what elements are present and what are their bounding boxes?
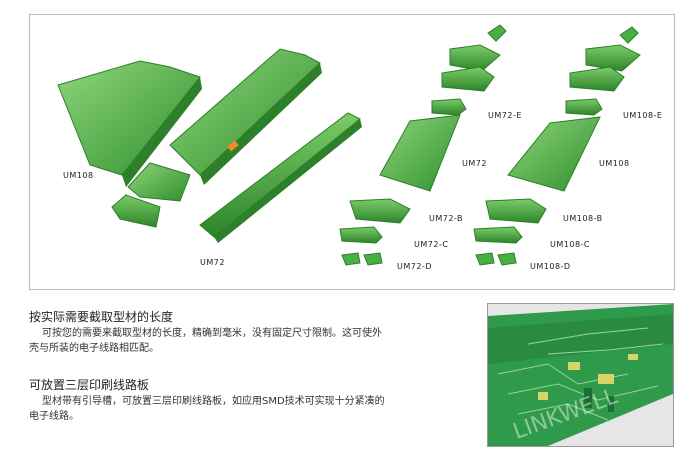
- section2-line1: 型材带有引导槽，可放置三层印刷线路板，如应用SMD技术可实现十分紧凑的: [42, 396, 385, 407]
- um108-parts: [473, 26, 641, 266]
- section1-line1: 可按您的需要来截取型材的长度，精确到毫米，没有固定尺寸限制。这可使外: [42, 328, 382, 339]
- label-um72-mid: UM72: [462, 159, 487, 168]
- um72-channel: [199, 112, 362, 243]
- label-um72-d: UM72-D: [397, 262, 432, 271]
- label-um108-e: UM108-E: [623, 111, 663, 120]
- label-um108-d: UM108-D: [530, 262, 571, 271]
- section1-title: 按实际需要截取型材的长度: [29, 310, 174, 324]
- um72-profile-top: [169, 48, 322, 185]
- label-um108-b: UM108-B: [563, 214, 603, 223]
- um72-parts: [339, 24, 507, 266]
- label-um72-c: UM72-C: [414, 240, 449, 249]
- um108-profile: [57, 60, 202, 187]
- section2-body: 型材带有引导槽，可放置三层印刷线路板，如应用SMD技术可实现十分紧凑的 电子线路…: [29, 394, 462, 424]
- pcb-photo: LINKWELL: [487, 303, 674, 447]
- section1-body: 可按您的需要来截取型材的长度，精确到毫米，没有固定尺寸限制。这可使外 壳与所装的…: [29, 326, 462, 356]
- orange-clip: [227, 140, 239, 152]
- label-um72: UM72: [200, 258, 225, 267]
- pcb-illustration: LINKWELL: [488, 304, 673, 446]
- label-um108: UM108: [63, 171, 94, 180]
- product-illustration: LINKWELL: [57, 24, 641, 266]
- label-um72-b: UM72-B: [429, 214, 464, 223]
- label-um108-c: UM108-C: [550, 240, 590, 249]
- label-um108-mid: UM108: [599, 159, 630, 168]
- label-um72-e: UM72-E: [488, 111, 522, 120]
- um108-end-parts: [111, 162, 191, 228]
- product-diagram-frame: LINKWELL UM108 UM72 UM72-E UM72 UM72-B U…: [29, 14, 675, 290]
- section2-title: 可放置三层印刷线路板: [29, 378, 150, 392]
- section2-line2: 电子线路。: [29, 411, 79, 422]
- section1-line2: 壳与所装的电子线路相匹配。: [29, 343, 159, 354]
